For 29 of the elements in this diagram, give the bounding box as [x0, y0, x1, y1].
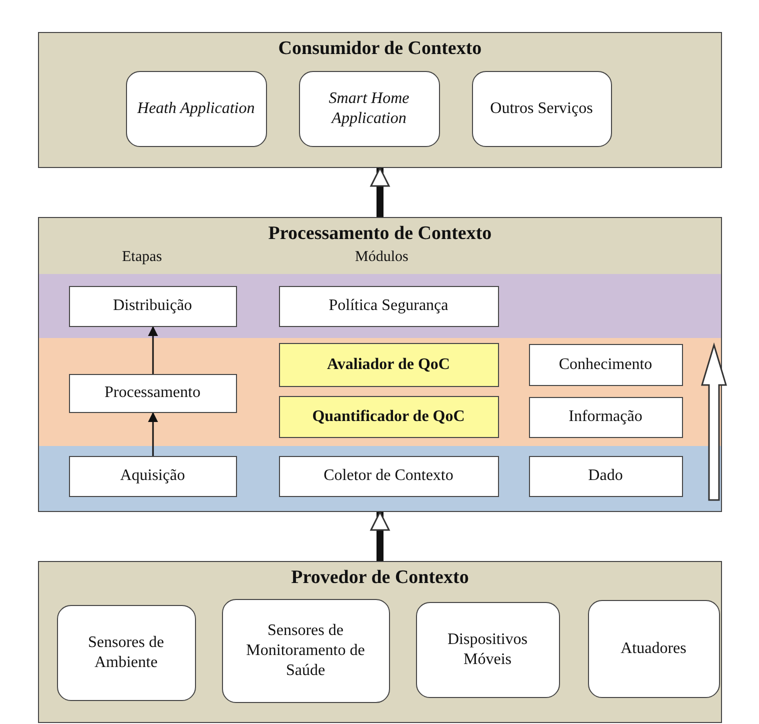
layer-panel	[38, 32, 722, 168]
module-box: Política Segurança	[278, 286, 498, 326]
layer-panel	[38, 217, 722, 512]
module-box: Coletor de Contexto	[278, 456, 498, 496]
component-box: Sensores de Monitoramento de Saúde	[222, 598, 390, 702]
component-box: Smart Home Application	[298, 70, 440, 146]
component-box: Atuadores	[588, 600, 720, 698]
module-box: Distribuição	[68, 286, 236, 326]
column-heading: Etapas	[122, 249, 162, 266]
module-box: Aquisição	[68, 456, 236, 496]
column-heading: Módulos	[355, 249, 408, 266]
component-box: Dispositivos Móveis	[416, 602, 560, 698]
arrow	[148, 412, 158, 456]
block-arrow	[370, 167, 390, 217]
component-box: Outros Serviços	[472, 70, 612, 146]
module-box: Conhecimento	[528, 344, 682, 386]
module-box: Processamento	[68, 374, 236, 412]
highlighted-module-box: Avaliador de QoC	[278, 342, 498, 386]
layer-title: Provedor de Contexto	[290, 566, 470, 590]
component-box: Heath Application	[126, 70, 266, 146]
module-box: Informação	[528, 396, 682, 438]
highlighted-module-box: Quantificador de QoC	[278, 396, 498, 438]
block-arrow	[370, 511, 390, 561]
layer-title: Consumidor de Contexto	[277, 37, 483, 61]
component-box: Sensores de Ambiente	[56, 604, 196, 700]
module-box: Dado	[528, 456, 682, 496]
layer-panel	[38, 561, 722, 723]
layer-title: Processamento de Contexto	[267, 222, 493, 246]
arrow	[148, 326, 158, 374]
